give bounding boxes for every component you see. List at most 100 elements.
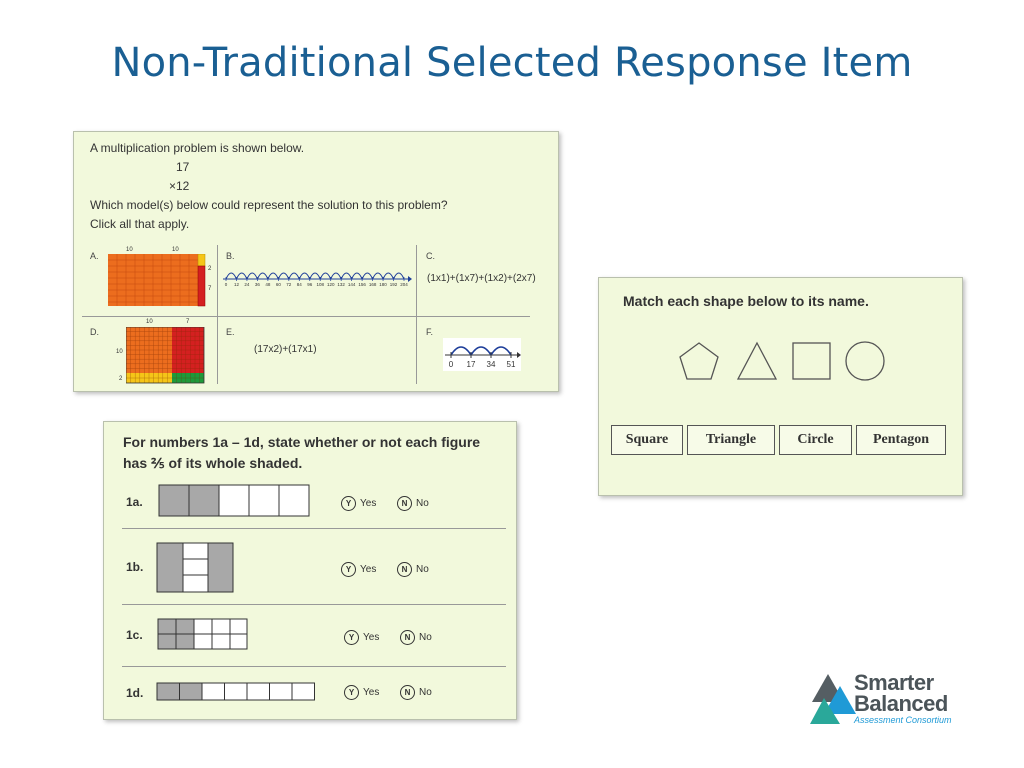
square-icon[interactable] [791, 340, 833, 382]
jump-arc [277, 272, 290, 280]
option-letter: E. [226, 327, 235, 337]
figure-1b [156, 542, 234, 593]
tick-label: 108 [316, 282, 324, 287]
jump-arc [382, 272, 394, 280]
logo-triangles-icon [810, 674, 856, 724]
multiplication-item-card: A multiplication problem is shown below.… [73, 131, 559, 392]
area-model-a [108, 254, 206, 307]
figure-1d [156, 682, 315, 701]
tick-label: 96 [307, 282, 313, 287]
name-box-circle[interactable]: Circle [779, 425, 852, 455]
row-divider [122, 666, 506, 667]
divider [416, 245, 417, 384]
no-option-1a[interactable]: N No [397, 496, 429, 511]
triangle-icon[interactable] [735, 340, 779, 382]
number-line-f [445, 346, 521, 358]
jump-arc [340, 272, 353, 280]
factor-1: 17 [176, 160, 190, 174]
name-box-triangle[interactable]: Triangle [687, 425, 775, 455]
question-text: Which model(s) below could represent the… [90, 198, 448, 212]
yes-option-1a[interactable]: Y Yes [341, 496, 376, 511]
no-option-1b[interactable]: N No [397, 562, 429, 577]
row-label-1a: 1a. [126, 495, 143, 509]
tick-label: 72 [286, 282, 292, 287]
yes-label: Yes [360, 498, 377, 509]
instruction-text: Click all that apply. [90, 217, 190, 231]
model-label: 10 [146, 319, 153, 325]
option-letter: D. [90, 327, 99, 337]
tick-label: 192 [389, 282, 398, 287]
logo-tagline: Assessment Consortium [854, 715, 952, 725]
tick-label: 180 [379, 282, 387, 287]
tick-label: 0 [224, 282, 228, 287]
yes-radio-icon: Y [341, 496, 356, 511]
no-radio-icon: N [397, 496, 412, 511]
option-letter: C. [426, 251, 435, 261]
row-divider [122, 604, 506, 605]
jump-arc [256, 272, 269, 280]
no-radio-icon: N [400, 685, 415, 700]
model-label: 2 [208, 266, 212, 272]
match-prompt: Match each shape below to its name. [623, 293, 869, 309]
divider [217, 245, 218, 384]
jump-arc [309, 272, 321, 280]
model-label: 7 [208, 286, 212, 292]
intro-text: A multiplication problem is shown below. [90, 141, 305, 155]
option-letter: F. [426, 327, 434, 337]
row-label-1c: 1c. [126, 628, 143, 642]
no-label: No [416, 498, 429, 509]
figure-1a [158, 484, 310, 517]
tick-label: 132 [337, 282, 345, 287]
jump-arc [361, 272, 374, 280]
model-label: 2 [119, 376, 123, 382]
yes-option-1b[interactable]: Y Yes [341, 562, 376, 577]
row-label-1b: 1b. [126, 560, 144, 574]
jump-arc [288, 272, 300, 280]
divider [82, 316, 530, 317]
name-box-pentagon[interactable]: Pentagon [856, 425, 946, 455]
row-label-1d: 1d. [126, 686, 144, 700]
area-model-d [126, 327, 205, 384]
yes-label: Yes [360, 564, 377, 575]
tick-label: 156 [358, 282, 366, 287]
prompt-line-1: For numbers 1a – 1d, state whether or no… [123, 434, 481, 450]
smarter-balanced-logo: Smarter Balanced Assessment Consortium [810, 670, 980, 730]
jump-arc [298, 272, 311, 280]
yes-label: Yes [363, 632, 380, 643]
name-box-square[interactable]: Square [611, 425, 683, 455]
jump-arc [319, 272, 332, 280]
jump-arc [330, 272, 342, 280]
expression-e: (17x2)+(17x1) [254, 344, 317, 355]
circle-icon[interactable] [843, 340, 887, 382]
model-label: 7 [186, 319, 190, 325]
tick-label: 204 [400, 282, 408, 287]
yes-option-1d[interactable]: Y Yes [344, 685, 379, 700]
shape-match-card: Match each shape below to its name. Squa… [598, 277, 963, 496]
model-label: 10 [172, 247, 179, 253]
no-option-1d[interactable]: N No [400, 685, 432, 700]
no-label: No [416, 564, 429, 575]
no-radio-icon: N [400, 630, 415, 645]
factor-2: ×12 [169, 179, 190, 193]
no-radio-icon: N [397, 562, 412, 577]
yes-radio-icon: Y [341, 562, 356, 577]
model-label: 10 [116, 349, 123, 355]
tick-label: 17 [466, 360, 476, 369]
expression-c: (1x1)+(1x7)+(1x2)+(2x7) [427, 273, 536, 284]
yes-radio-icon: Y [344, 685, 359, 700]
yes-label: Yes [363, 687, 380, 698]
logo-word-2: Balanced [854, 691, 948, 716]
no-label: No [419, 687, 432, 698]
tick-label: 48 [265, 282, 271, 287]
tick-label: 36 [254, 282, 260, 287]
tick-label: 168 [368, 282, 377, 287]
option-letter: A. [90, 251, 99, 261]
tick-label: 120 [326, 282, 335, 287]
pentagon-icon[interactable] [677, 340, 721, 382]
tick-label: 84 [296, 282, 302, 287]
option-letter: B. [226, 251, 235, 261]
